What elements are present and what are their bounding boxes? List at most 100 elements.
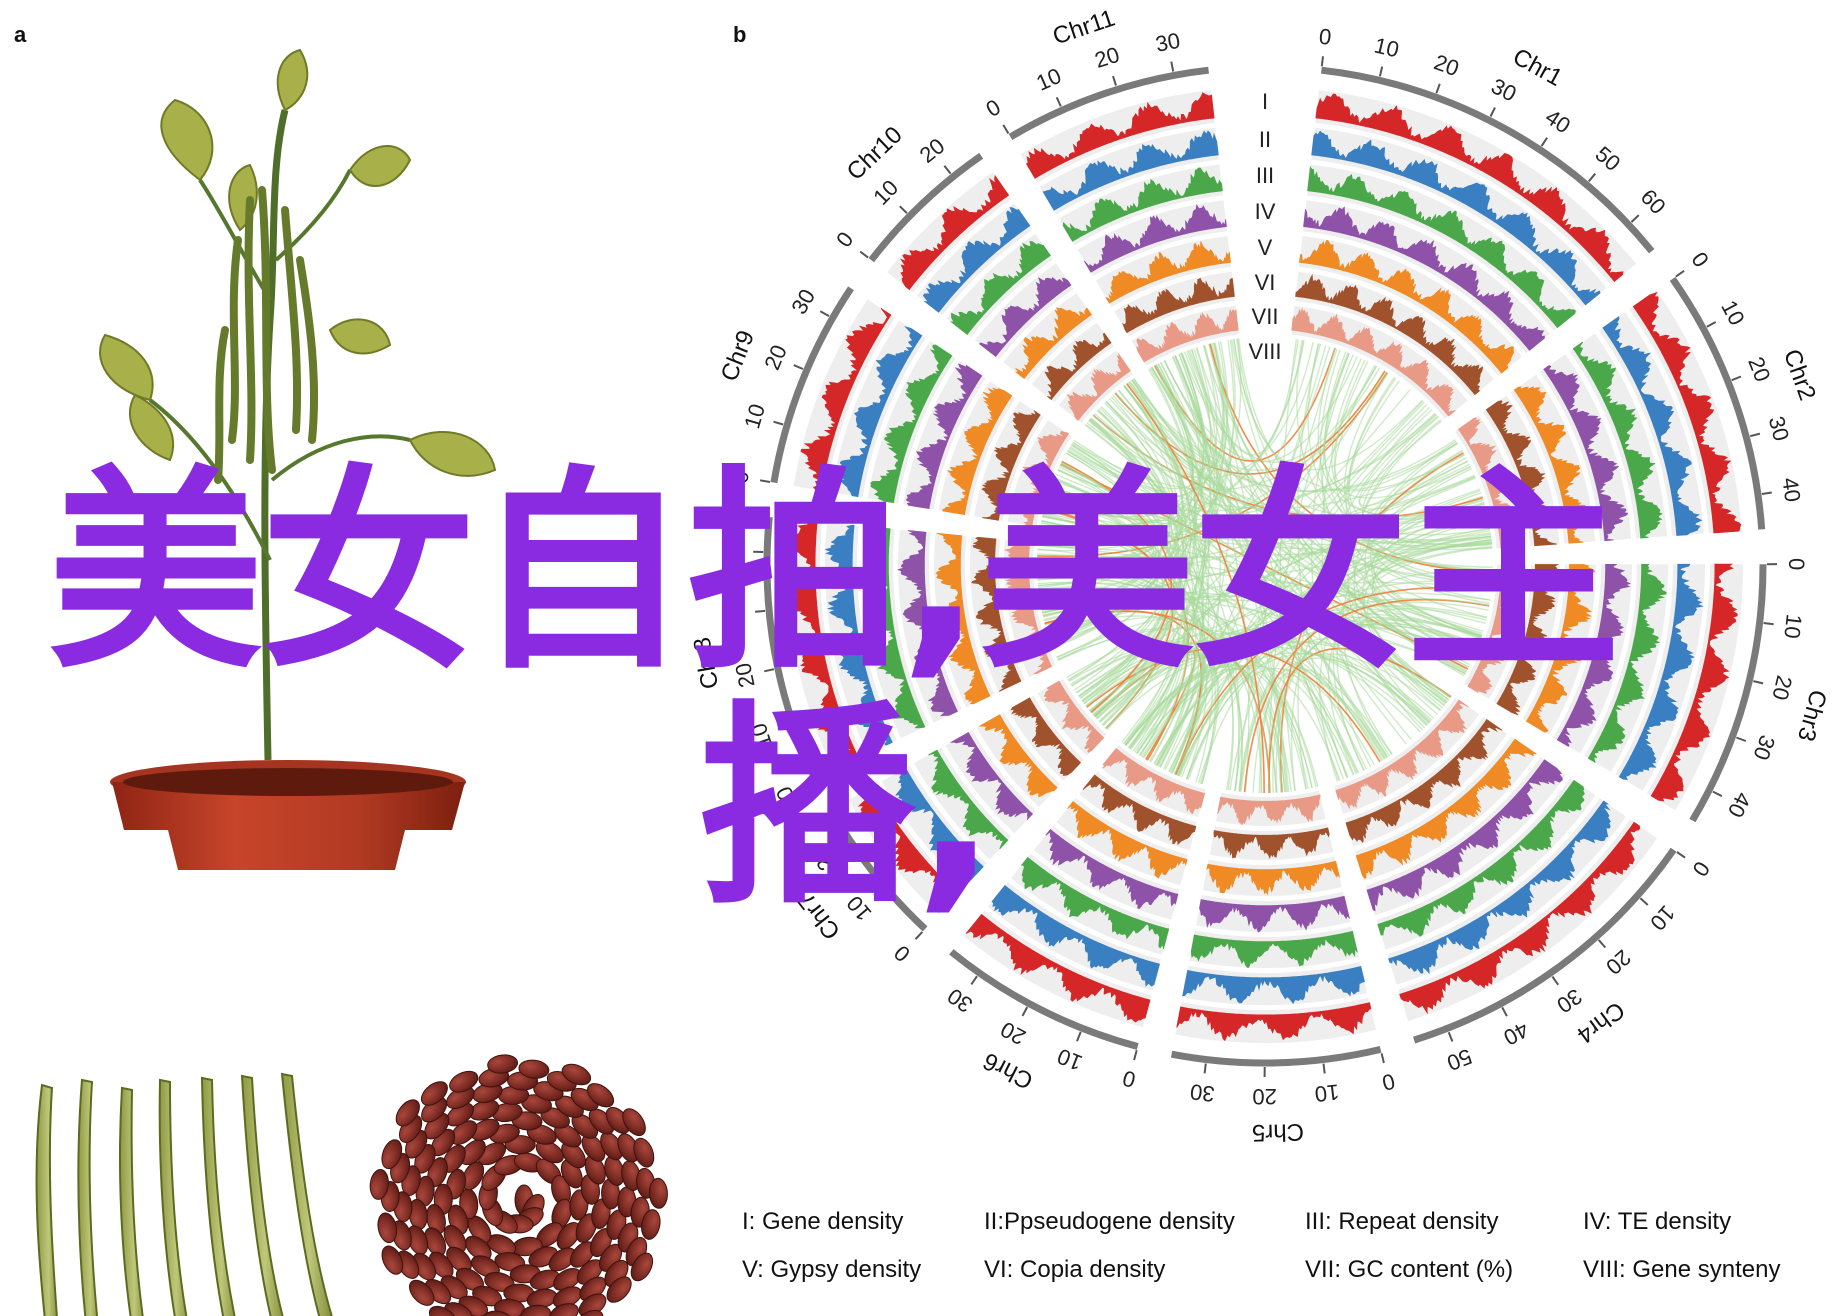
synteny-link [1252,653,1441,793]
density-track-5 [1513,386,1591,544]
chromosome-band-chr4 [1413,847,1677,1044]
axis-tick [763,668,775,673]
density-track-7 [1457,417,1525,549]
kidney-bean [549,1303,579,1316]
density-track-3 [950,240,1051,335]
density-track-7 [1004,540,1053,675]
synteny-link [1186,636,1466,780]
tick-label: 30 [1764,414,1794,444]
axis-tick [1597,939,1607,949]
tick-label: 30 [1552,984,1586,1019]
synteny-link [1362,621,1471,698]
density-track-7 [1102,748,1206,815]
synteny-link [1082,645,1195,762]
density-track-4 [1303,206,1545,351]
axis-tick [1435,83,1441,94]
legend-item-4: IV: TE density [1583,1208,1732,1235]
density-track-2 [1182,966,1365,1004]
axis-tick [1675,269,1685,278]
axis-tick [1055,96,1062,107]
density-track-4 [1556,564,1631,747]
synteny-link [1047,581,1492,636]
synteny-link [1046,542,1492,633]
panel-label-b: b [733,22,747,47]
track-label-7: VII [1252,304,1279,329]
axis-tick [837,841,847,849]
tick-label: 10 [1779,613,1807,640]
axis-tick [1322,1063,1326,1074]
axis-tick [819,310,830,317]
density-track-3 [1572,341,1663,539]
density-track-1 [857,785,959,913]
density-track-3 [1587,564,1667,764]
tick-label: 20 [759,341,792,373]
synteny-link [1071,443,1206,776]
legend-item-8: VIII: Gene synteny [1583,1256,1781,1283]
density-track-4 [949,731,1034,821]
chromosome-band-chr2 [1669,276,1766,530]
tick-label: 10 [1645,901,1680,936]
tick-label: 30 [943,983,977,1018]
density-track-4 [1366,759,1563,912]
legend-item-3: III: Repeat density [1305,1208,1499,1235]
axis-tick [1133,1050,1138,1061]
chromosome-label: Chr2 [1778,346,1821,404]
axis-tick [755,609,766,613]
synteny-link [1045,413,1437,522]
tick-label: 50 [1590,141,1625,176]
density-track-4 [978,277,1072,357]
synteny-link [1052,409,1173,649]
axis-tick [1203,1063,1207,1074]
plant-photo-panel [35,48,668,1316]
density-track-5 [935,532,991,705]
tick-label: 0 [727,469,754,485]
density-track-6 [1082,774,1197,846]
axis-tick [1320,56,1324,67]
tick-label: 0 [831,227,858,252]
synteny-link [1094,400,1184,718]
chromosome-label: Chr3 [1792,687,1832,744]
track-background [1569,333,1667,539]
chromosome-band-chr3 [1689,564,1767,823]
tick-label: 0 [1318,24,1333,50]
axis-tick [943,165,952,175]
density-track-5 [1067,801,1188,879]
synteny-link [1042,363,1194,618]
density-track-5 [1206,860,1340,896]
density-track-3 [1190,930,1358,968]
synteny-link [1105,401,1485,522]
synteny-link [1037,514,1154,552]
density-track-7 [1136,308,1239,363]
synteny-link [1041,602,1387,759]
synteny-link [1089,650,1205,774]
synteny-link [1067,450,1234,790]
tick-label: 0 [1120,1065,1138,1092]
synteny-link [1095,379,1192,719]
synteny-link [1045,501,1159,659]
synteny-link [1050,381,1183,643]
tick-label: 30 [1487,73,1520,106]
track-background [1189,926,1359,968]
kidney-bean [586,1083,615,1108]
tick-label: 10 [1313,1079,1340,1107]
density-track-3 [1020,856,1170,950]
axis-tick [873,888,883,897]
tick-label: 20 [1092,42,1123,73]
chromosome-band-chr5 [1170,1045,1382,1067]
synteny-link [1071,643,1278,793]
axis-tick [1076,1031,1082,1042]
density-track-7 [1217,794,1321,826]
synteny-link [1038,586,1208,780]
synteny-link [1124,663,1317,788]
axis-tick [1551,976,1560,986]
axis-tick [1676,851,1686,859]
synteny-link [1038,587,1262,794]
axis-tick [914,931,924,940]
synteny-link [1347,419,1442,731]
density-track-1 [1176,1002,1372,1042]
axis-tick [1588,173,1596,183]
kidney-bean [518,1059,550,1079]
synteny-link [1043,595,1482,638]
chromosome-label: Chr9 [716,327,760,385]
synteny-link [1347,377,1493,583]
